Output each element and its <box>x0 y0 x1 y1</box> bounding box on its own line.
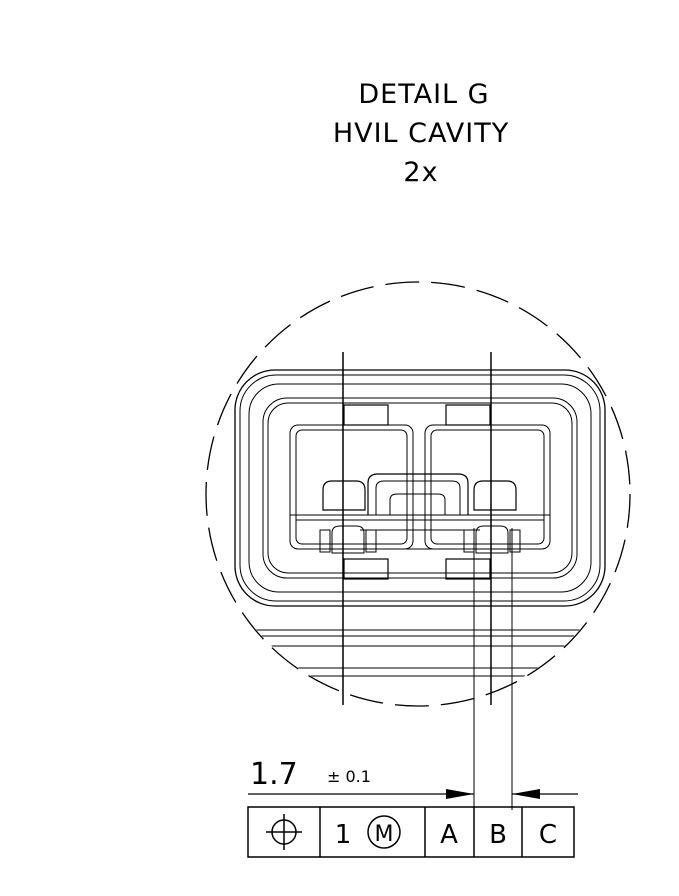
hvil-pin-right <box>463 480 521 554</box>
dimension-line <box>248 789 578 799</box>
fcf-modifier: M <box>375 822 394 847</box>
fcf-datum-c: C <box>539 820 557 850</box>
dimension-tolerance: ± 0.1 <box>327 767 371 786</box>
connector-housing <box>207 369 629 677</box>
mmc-modifier-icon <box>367 815 401 849</box>
feature-control-frame: 1 M A B C <box>247 806 575 858</box>
latch-tab-top-left <box>343 404 389 426</box>
latch-tab-bottom-right <box>445 558 491 580</box>
latch-tab-bottom-left <box>343 558 389 580</box>
fcf-tolerance-value: 1 <box>335 820 352 850</box>
latch-tab-top-right <box>445 404 491 426</box>
detail-multiplier: 2x <box>403 157 438 188</box>
position-icon <box>266 814 302 850</box>
fcf-datum-a: A <box>440 820 458 850</box>
detail-subtitle: HVIL CAVITY <box>333 118 509 149</box>
hvil-bridge <box>290 473 550 550</box>
dimension-value: 1.7 <box>250 757 298 792</box>
arrow-left-icon <box>512 789 540 799</box>
arrow-right-icon <box>446 789 474 799</box>
fcf-datum-b: B <box>489 820 507 850</box>
detail-boundary-circle <box>205 281 631 707</box>
hvil-pin-left <box>319 480 377 554</box>
detail-title: DETAIL G <box>358 79 489 110</box>
